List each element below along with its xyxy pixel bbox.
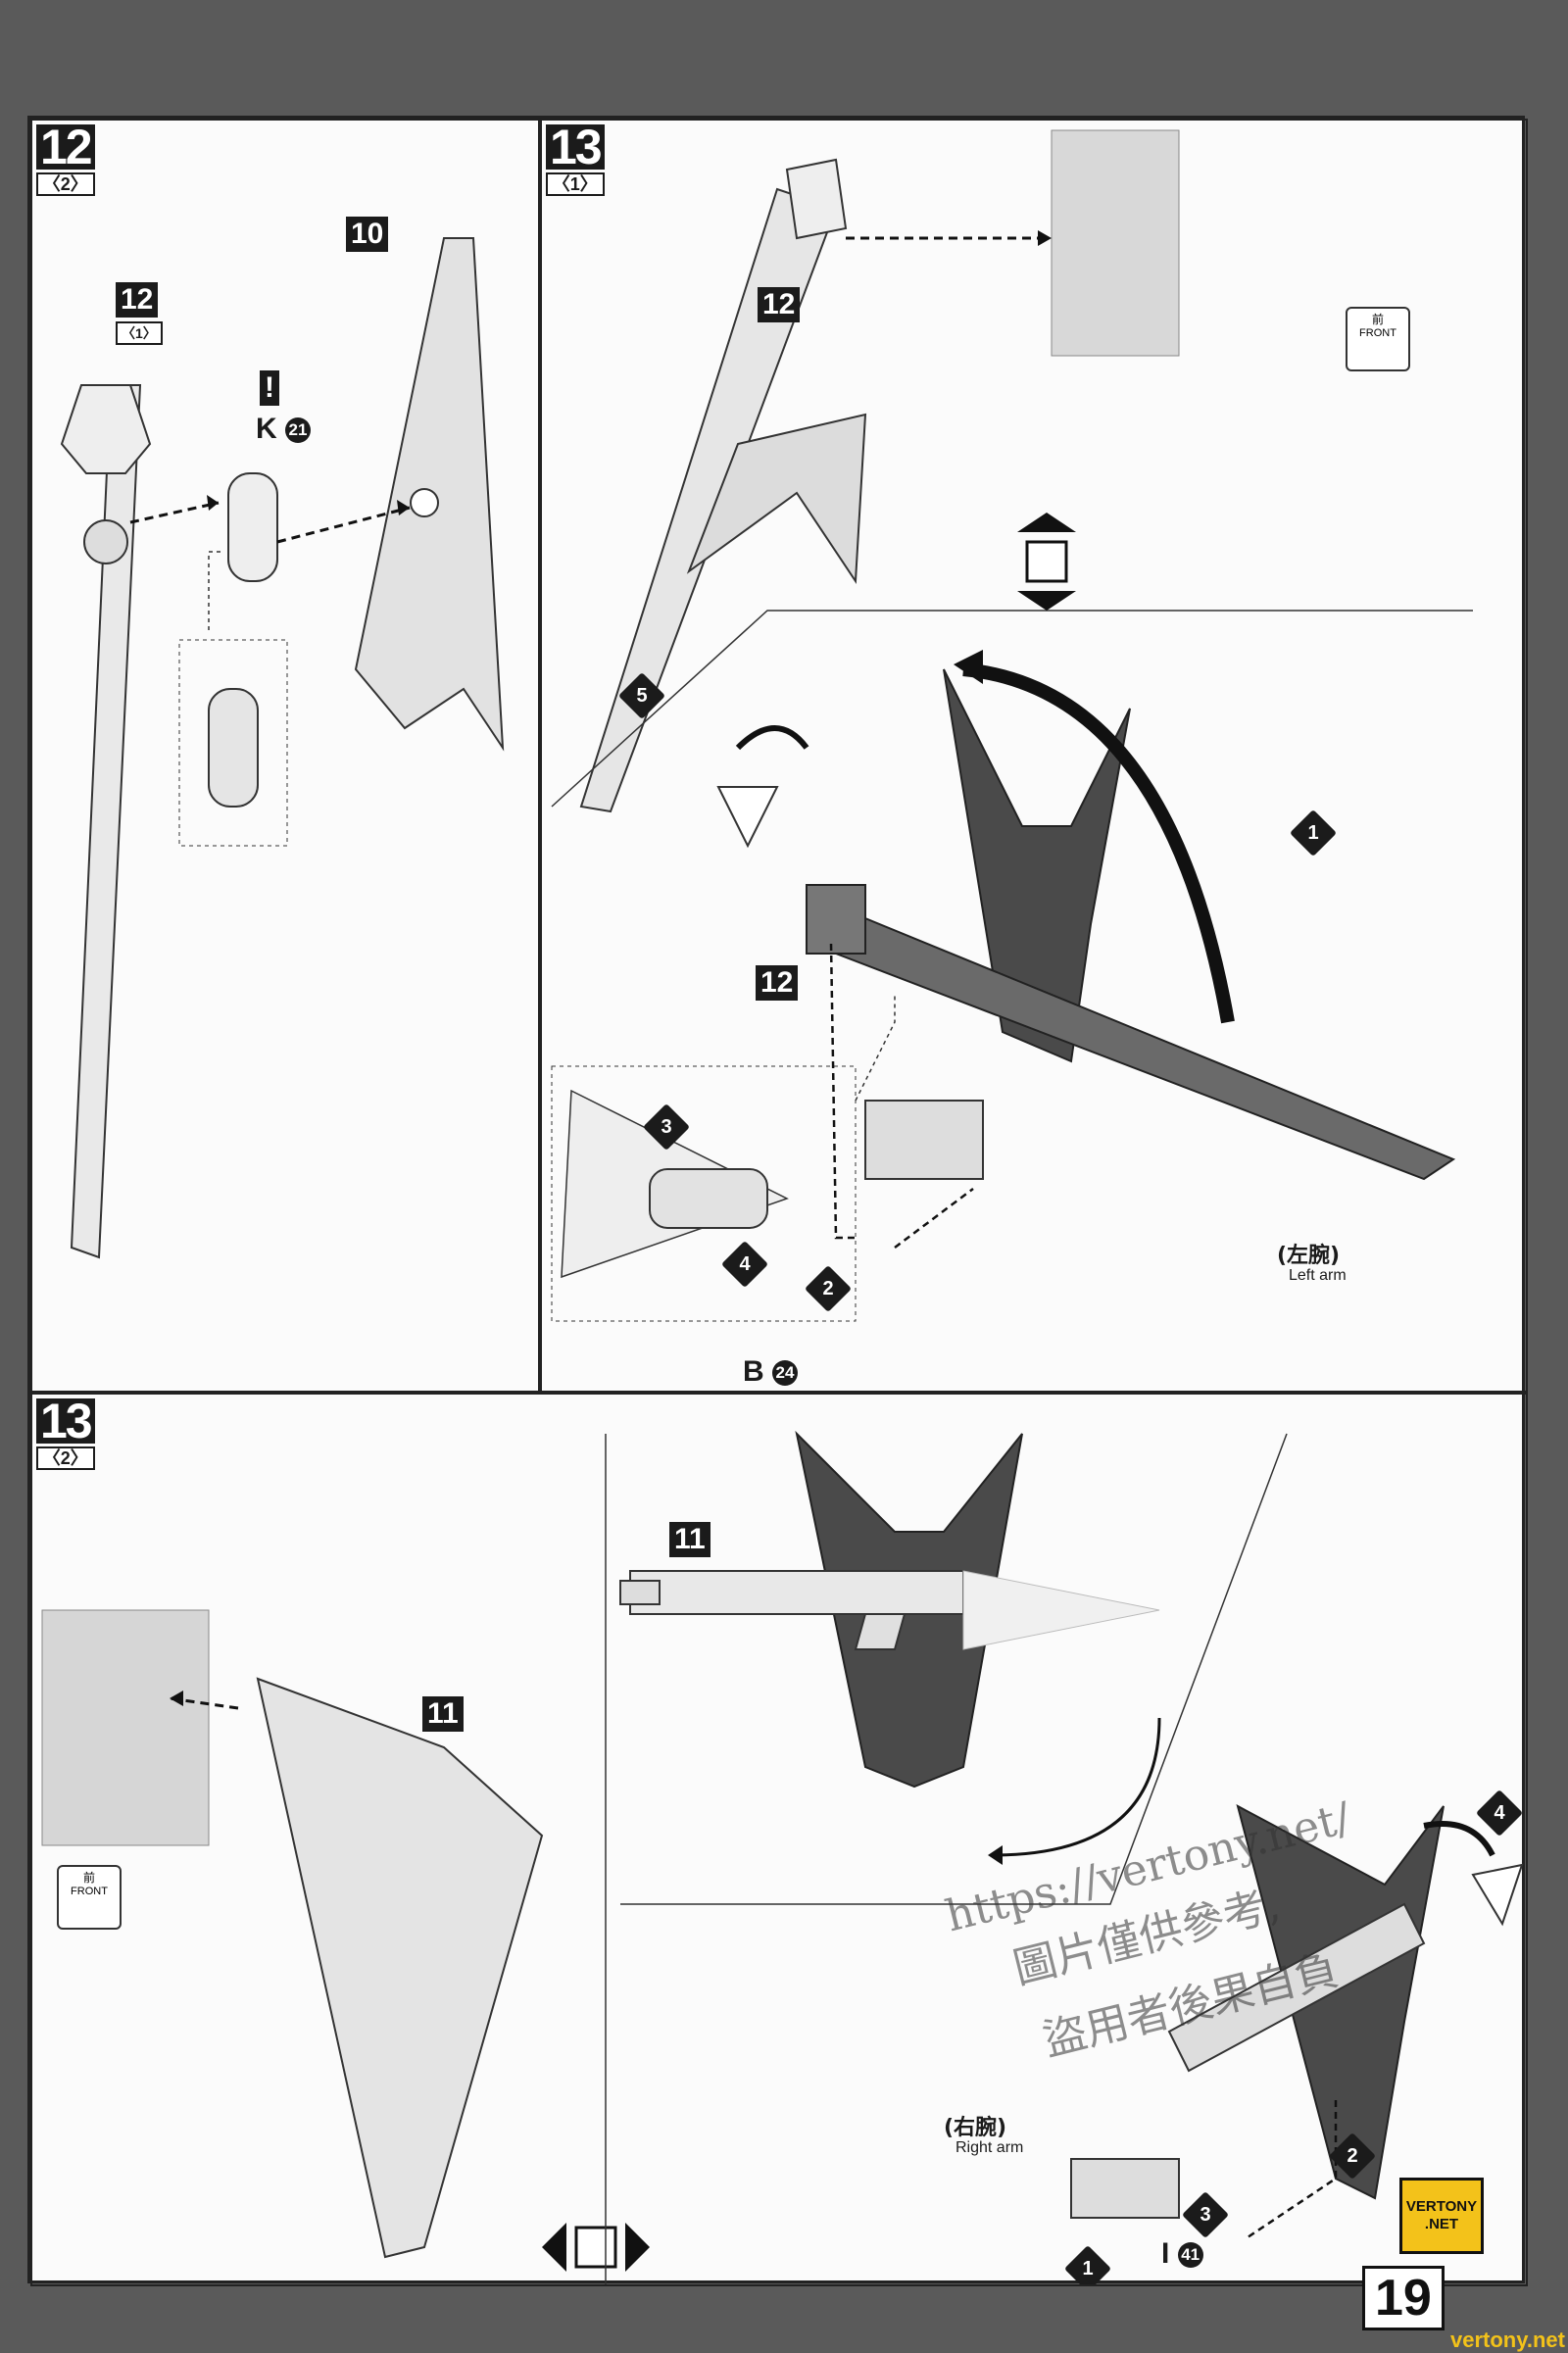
step-subnumber: 〈2〉	[36, 1446, 95, 1470]
vertony-logo: VERTONY .NET	[1399, 2178, 1484, 2254]
left-arm-label-jp: (左腕)	[1277, 1244, 1341, 1268]
sequence-step-4: 4	[720, 1240, 769, 1289]
panel-step-12-2: 12 〈2〉 10 12 〈1〉 ! K 21	[30, 119, 540, 1393]
part-tag-wing: 10	[346, 217, 389, 252]
step-badge: 12 〈2〉	[36, 123, 95, 196]
warning-badge: !	[260, 370, 279, 406]
step-badge: 13 〈1〉	[546, 123, 605, 196]
right-arm-label-jp: (右腕)	[944, 2116, 1007, 2140]
step-13-2-illustration	[41, 1430, 1524, 2284]
front-badge-jp: 前	[1371, 313, 1384, 326]
runner-number: 21	[285, 417, 312, 444]
runner-letter: I	[1161, 2237, 1170, 2270]
runner-letter: K	[256, 413, 277, 445]
front-orientation-badge: 前 FRONT	[57, 1865, 122, 1930]
part-tag-rifle-left: 11	[422, 1696, 464, 1732]
part-tag-sword-top: 12	[758, 287, 801, 322]
step-number: 13	[546, 123, 605, 172]
sequence-step-2: 2	[1328, 2132, 1377, 2181]
part-tag-rifle-top: 11	[669, 1522, 710, 1557]
part-subtag-sword: 〈1〉	[116, 321, 163, 345]
part-tag-sword-mid: 12	[756, 965, 799, 1001]
manual-page: 12 〈2〉 10 12 〈1〉 ! K 21	[27, 116, 1528, 2286]
part-tag-sword: 12	[116, 282, 159, 318]
step-13-1-illustration	[551, 129, 1473, 1322]
runner-number: 41	[1177, 2242, 1203, 2269]
step-subnumber: 〈2〉	[36, 172, 95, 196]
step-subnumber: 〈1〉	[546, 172, 605, 196]
footer-site: vertony.net	[1450, 2328, 1565, 2352]
page-number: 19	[1362, 2266, 1445, 2330]
logo-line-1: VERTONY	[1405, 2198, 1478, 2215]
front-badge-en: FRONT	[1359, 327, 1396, 339]
sequence-step-3: 3	[642, 1103, 691, 1152]
left-arm-label-en: Left arm	[1289, 1267, 1347, 1284]
logo-line-2: .NET	[1424, 2216, 1459, 2232]
runner-callout-i41: I 41	[1161, 2237, 1203, 2271]
runner-number: 24	[772, 1360, 799, 1387]
runner-callout-b24: B 24	[743, 1355, 799, 1389]
sequence-step-5: 5	[617, 671, 666, 720]
panel-step-13-2: 13 〈2〉	[30, 1393, 1528, 2286]
front-orientation-badge: 前 FRONT	[1346, 307, 1410, 371]
sequence-step-3: 3	[1181, 2190, 1230, 2239]
panel-step-13-1: 13 〈1〉	[540, 119, 1528, 1393]
sequence-step-2: 2	[804, 1264, 853, 1313]
step-12-illustration	[60, 237, 505, 1259]
sequence-step-1: 1	[1289, 809, 1338, 858]
step-badge: 13 〈2〉	[36, 1397, 95, 1470]
front-badge-jp: 前	[82, 1871, 95, 1885]
step-number: 12	[36, 123, 95, 172]
right-arm-label-en: Right arm	[956, 2139, 1024, 2156]
front-badge-en: FRONT	[71, 1886, 108, 1897]
runner-letter: B	[743, 1355, 764, 1388]
sequence-step-4: 4	[1475, 1789, 1524, 1838]
sequence-step-1: 1	[1063, 2244, 1112, 2284]
step-number: 13	[36, 1397, 95, 1446]
runner-callout-k21: K 21	[256, 413, 312, 446]
